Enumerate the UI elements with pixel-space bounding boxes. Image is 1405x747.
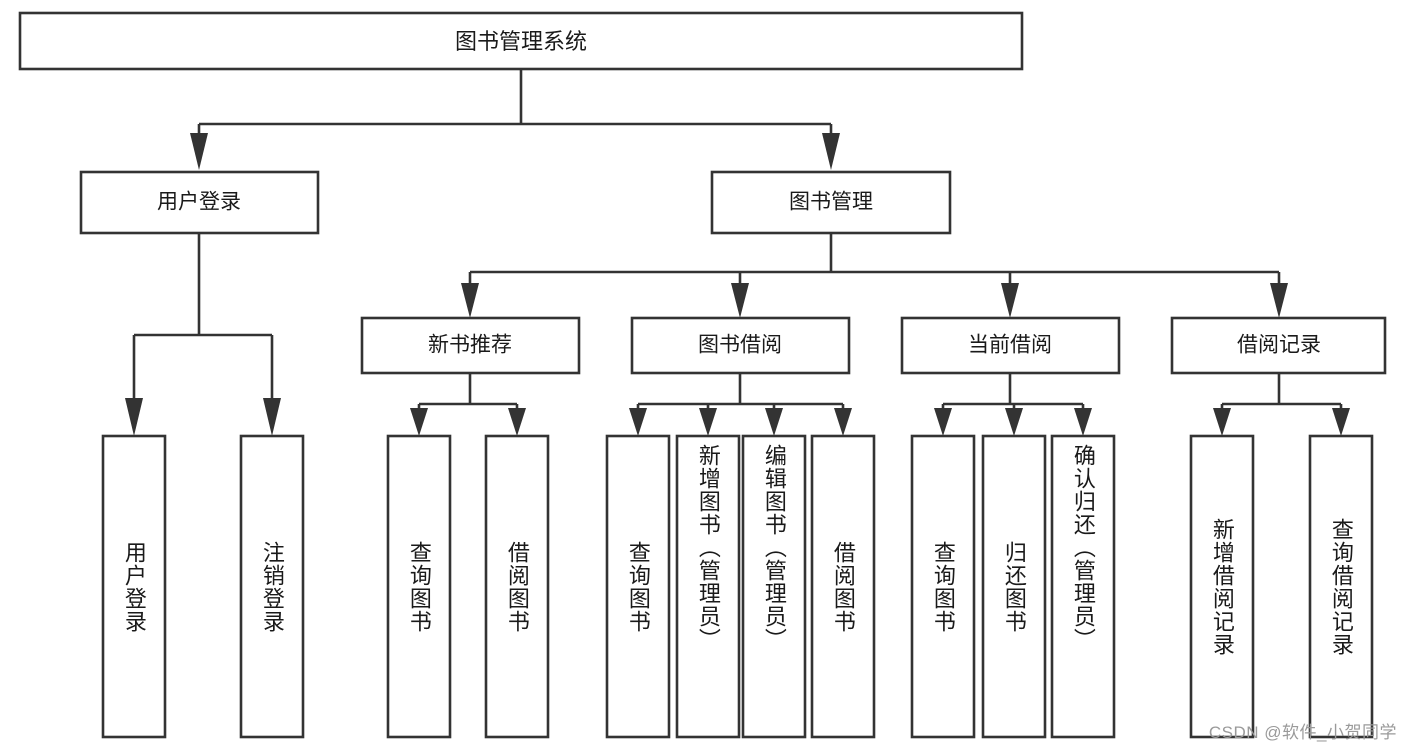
leaf-box-13[interactable] [1308,434,1374,739]
new-book-recommend-label: 新书推荐 [428,334,512,357]
leaf-box-9[interactable] [910,434,976,739]
book-borrow-label: 图书借阅 [698,334,782,357]
current-borrow-box[interactable] [900,316,1121,375]
leaf-box-7[interactable] [741,434,807,739]
arrow-to-leaf-12 [1213,408,1231,436]
arrow-to-current-borrow [1001,283,1019,318]
leaf-box-8[interactable] [810,434,876,739]
new-book-recommend-box[interactable] [360,316,581,375]
arrow-to-new-book-recommend [461,283,479,318]
arrow-to-borrow-record [1270,283,1288,318]
borrow-record-box[interactable] [1170,316,1387,375]
leaf-box-12[interactable] [1189,434,1255,739]
node-book-management[interactable]: 图书管理 [710,170,952,235]
arrow-to-leaf-11 [1074,408,1092,436]
borrow-record-label: 借阅记录 [1237,334,1321,357]
arrow-to-leaf-13 [1332,408,1350,436]
arrow-to-leaf-1 [125,398,143,436]
arrow-to-leaf-6 [699,408,717,436]
user-login-label: 用户登录 [157,191,241,214]
arrow-to-leaf-9 [934,408,952,436]
node-root[interactable]: 图书管理系统 [18,11,1024,71]
leaf-box-1[interactable] [101,434,167,739]
arrow-to-book-management [822,133,840,170]
root-box[interactable] [18,11,1024,71]
book-management-label: 图书管理 [789,191,873,214]
leaf-box-4[interactable] [484,434,550,739]
arrow-to-book-borrow [731,283,749,318]
leaf-box-6[interactable] [675,434,741,739]
node-book-borrow[interactable]: 图书借阅 [630,316,851,375]
book-borrow-box[interactable] [630,316,851,375]
arrow-to-user-login [190,133,208,170]
node-user-login[interactable]: 用户登录 [79,170,320,235]
arrow-to-leaf-2 [263,398,281,436]
arrow-to-leaf-7 [765,408,783,436]
node-borrow-record[interactable]: 借阅记录 [1170,316,1387,375]
arrow-to-leaf-3 [410,408,428,436]
root-label: 图书管理系统 [455,29,587,54]
arrow-to-leaf-5 [629,408,647,436]
leaf-box-10[interactable] [981,434,1047,739]
arrow-to-leaf-8 [834,408,852,436]
leaf-box-11[interactable] [1050,434,1116,739]
arrow-to-leaf-4 [508,408,526,436]
node-current-borrow[interactable]: 当前借阅 [900,316,1121,375]
book-management-box[interactable] [710,170,952,235]
node-new-book-recommend[interactable]: 新书推荐 [360,316,581,375]
csdn-watermark: CSDN @软件_小贺同学 [1208,723,1397,742]
arrow-to-leaf-10 [1005,408,1023,436]
leaf-box-5[interactable] [605,434,671,739]
leaf-box-2[interactable] [239,434,305,739]
leaf-box-3[interactable] [386,434,452,739]
current-borrow-label: 当前借阅 [968,334,1052,357]
